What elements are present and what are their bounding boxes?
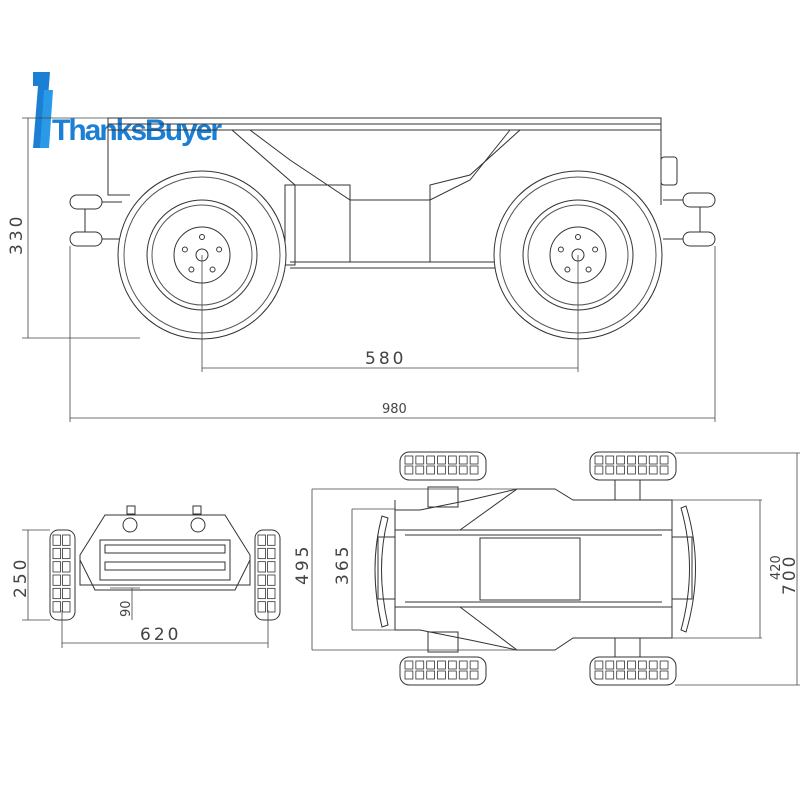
svg-text:980: 980 (382, 402, 407, 417)
dimension-outer-width: 495 (293, 488, 517, 651)
wheel (399, 656, 487, 686)
dimension-overall-width: 700 (675, 452, 800, 686)
svg-text:90: 90 (119, 600, 134, 617)
svg-text:580: 580 (365, 349, 406, 369)
svg-text:250: 250 (11, 557, 31, 598)
dimension-body-width: 365 (333, 508, 395, 631)
dimension-height: 330 (7, 117, 140, 339)
dimension-length: 980 (69, 246, 716, 422)
brand-logo: ThanksBuyer (33, 72, 224, 148)
wheel (49, 529, 76, 621)
svg-text:365: 365 (333, 544, 353, 585)
front-bumper (69, 194, 122, 247)
wheel (589, 451, 677, 481)
wheel (254, 529, 281, 621)
dimension-front-height: 250 (11, 529, 50, 621)
wheel (589, 656, 677, 686)
front-view: 250 90 620 (11, 505, 281, 648)
dimension-ground-clearance: 90 (110, 587, 140, 620)
svg-text:420: 420 (769, 555, 784, 580)
svg-text:620: 620 (140, 625, 181, 645)
svg-text:700: 700 (780, 554, 800, 595)
svg-text:495: 495 (293, 544, 313, 585)
wheel (399, 451, 487, 481)
svg-text:330: 330 (7, 214, 27, 255)
dimension-wheelbase: 580 (201, 255, 579, 372)
rear-bumper (663, 192, 716, 247)
side-view: 330 580 980 (7, 117, 716, 422)
top-view: 495 365 420 700 (293, 451, 800, 686)
dimension-track-width: 420 (672, 499, 784, 639)
dimension-front-width: 620 (61, 610, 269, 648)
